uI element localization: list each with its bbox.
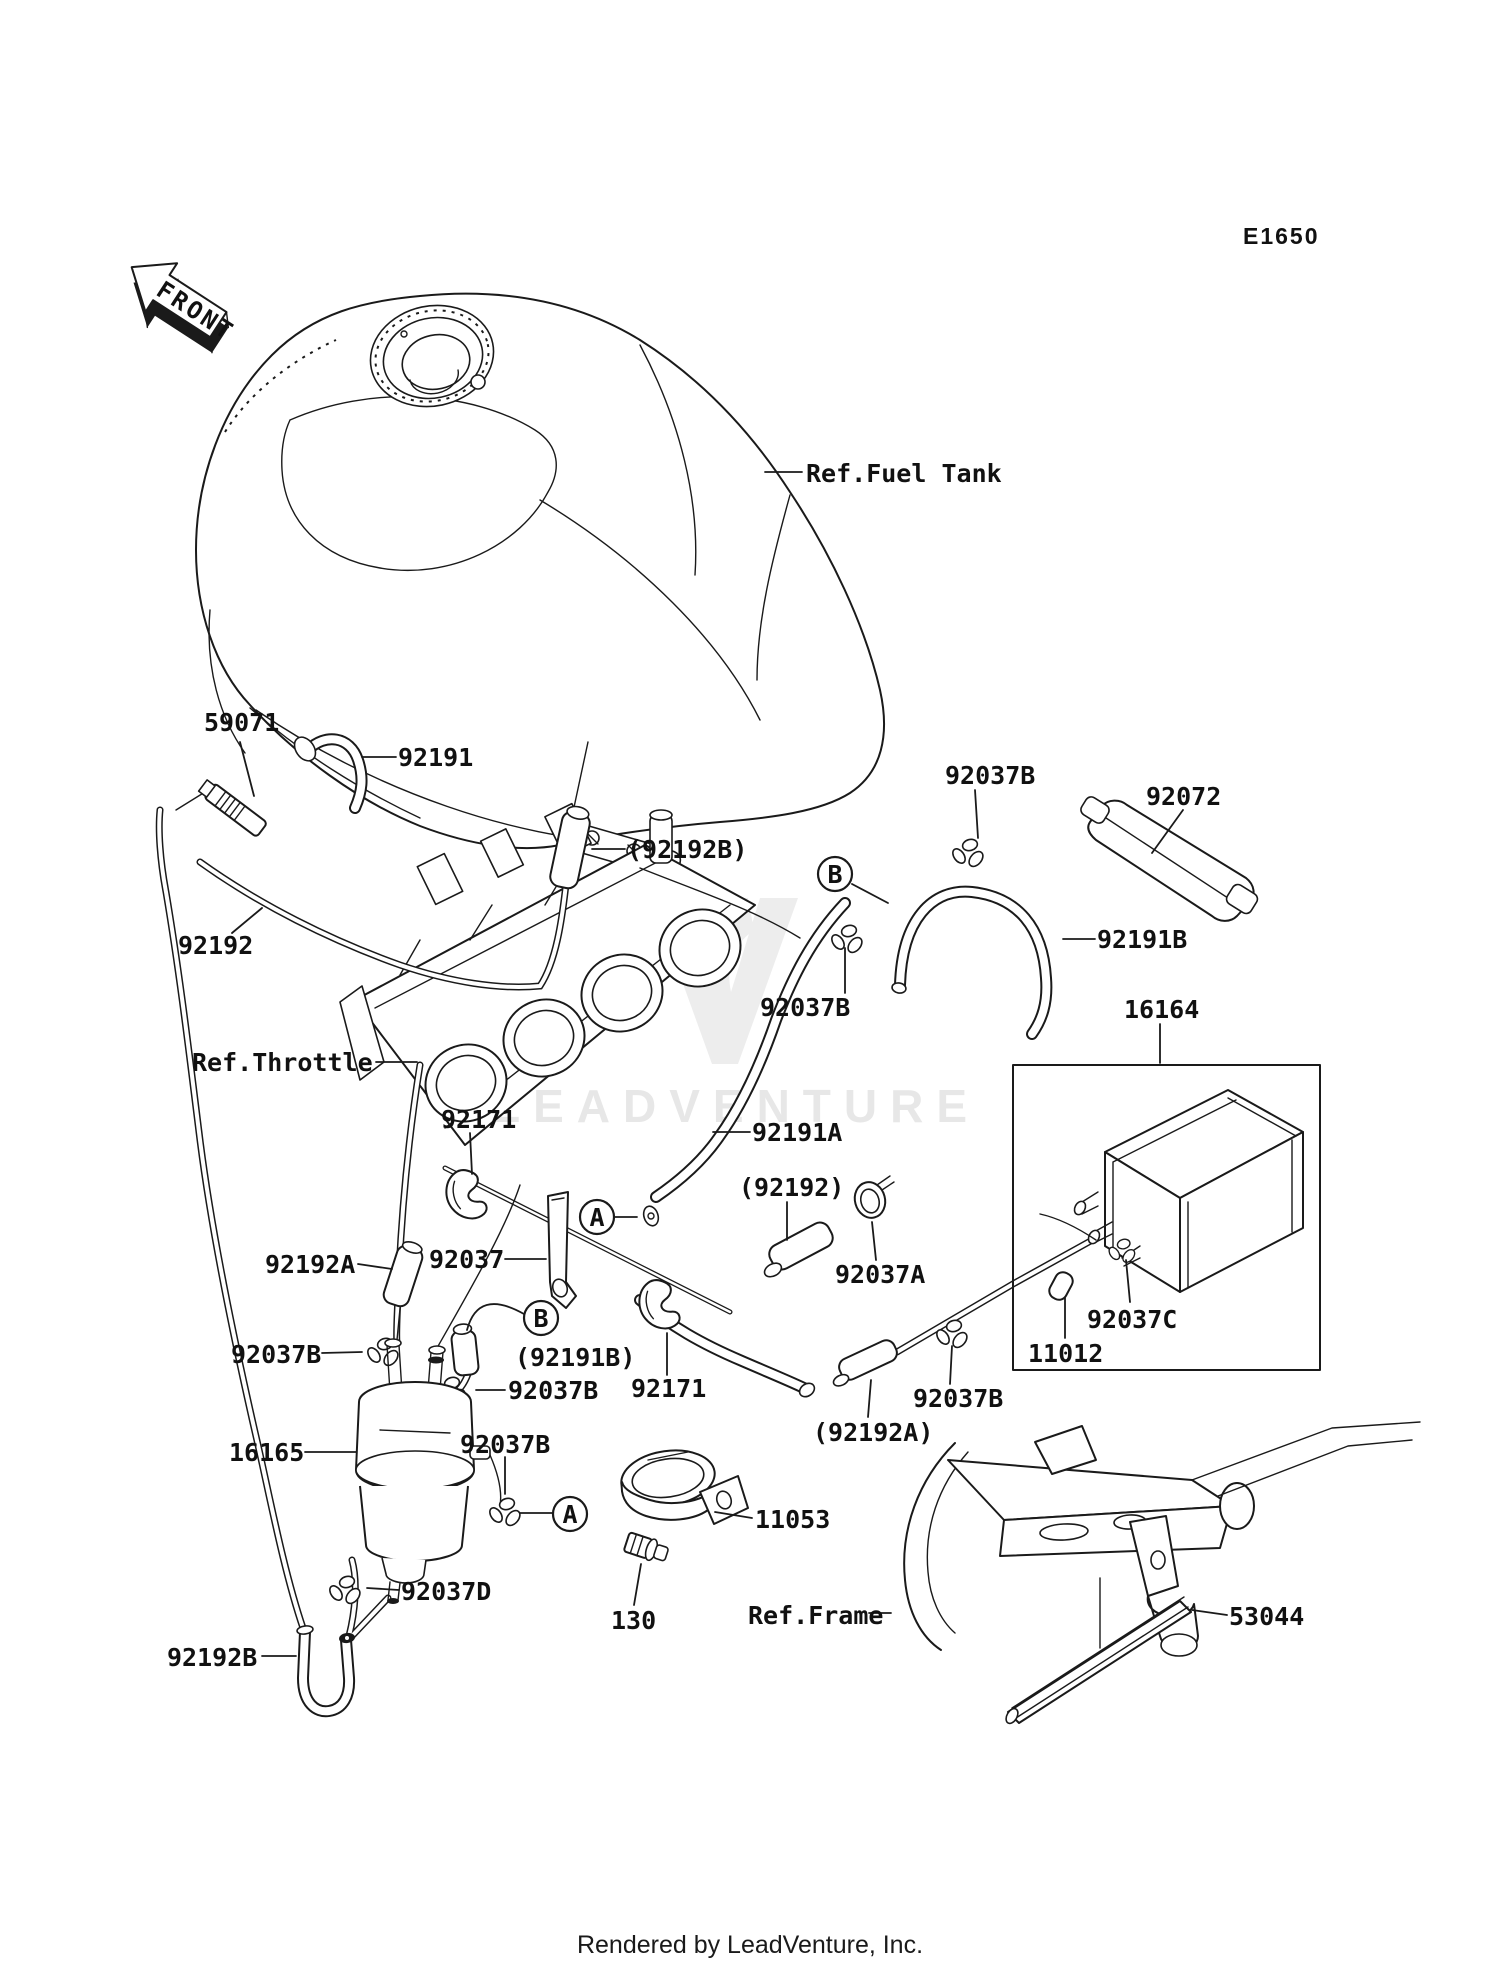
label-92191b: 92191B (1097, 925, 1187, 954)
label-92192b: 92192B (167, 1643, 257, 1672)
part-53044-strip (1005, 1596, 1192, 1725)
label-92191a: 92191A (752, 1118, 842, 1147)
part-130-bolt (623, 1531, 669, 1562)
label-92037b-4: 92037B (508, 1376, 598, 1405)
label-92192a: 92192A (265, 1250, 355, 1279)
label-16165: 16165 (229, 1438, 304, 1467)
label-92037b-5: 92037B (913, 1384, 1003, 1413)
label-92191b-paren: (92191B) (515, 1343, 635, 1372)
label-92037b-6: 92037B (460, 1430, 550, 1459)
callout-a-lower: A (551, 1495, 589, 1533)
callout-a-upper: A (578, 1198, 616, 1236)
label-59071: 59071 (204, 708, 279, 737)
hose-fitting-a (642, 1205, 660, 1227)
leader-lines (231, 471, 1228, 1657)
part-92037-bracket (547, 1191, 577, 1309)
part-92192b-tube (549, 805, 591, 890)
part-92192a-tube-upper (382, 1240, 424, 1308)
label-ref-frame: Ref.Frame (748, 1601, 883, 1630)
clamp-92037b-mid (828, 922, 866, 956)
evap-canister (1039, 1089, 1304, 1301)
svg-text:B: B (827, 860, 842, 889)
label-11053: 11053 (755, 1505, 830, 1534)
fuel-tank-art (195, 292, 886, 879)
part-59071-fitting (197, 779, 267, 837)
label-92171-2: 92171 (631, 1374, 706, 1403)
label-92037d: 92037D (401, 1577, 491, 1606)
credit-text: Rendered by LeadVenture, Inc. (577, 1931, 923, 1959)
labels-layer: Ref.Fuel Tank5907192191(92192B)92037B920… (167, 459, 1304, 1672)
label-92072: 92072 (1146, 782, 1221, 811)
label-130: 130 (611, 1606, 656, 1635)
part-92037a-clamp (853, 1175, 895, 1219)
part-92072-band (1080, 796, 1259, 922)
label-11012: 11012 (1028, 1339, 1103, 1368)
part-11053-clamp (620, 1449, 749, 1525)
label-16164: 16164 (1124, 995, 1199, 1024)
label-92037b-3: 92037B (231, 1340, 321, 1369)
svg-text:A: A (562, 1500, 577, 1529)
part-92192-tube (763, 1221, 834, 1278)
label-92037c: 92037C (1087, 1305, 1177, 1334)
callout-b-lower: B (522, 1299, 560, 1337)
part-16164-canister-box (1012, 1064, 1321, 1371)
label-92191: 92191 (398, 743, 473, 772)
front-arrow: FRONT (130, 262, 240, 354)
svg-text:A: A (589, 1203, 604, 1232)
part-16165-pump (355, 1338, 491, 1604)
clamp-92037b-top (949, 836, 987, 870)
drawing-code: E1650 (1243, 223, 1320, 249)
svg-text:B: B (533, 1304, 548, 1333)
filler-cap (369, 304, 495, 408)
label-ref-fuel-tank: Ref.Fuel Tank (806, 459, 1002, 488)
label-ref-throttle: Ref.Throttle (192, 1048, 373, 1077)
throttle-bores (424, 908, 742, 1123)
frame-art (903, 1421, 1421, 1657)
part-11012-damper (1048, 1271, 1074, 1301)
label-92037a: 92037A (835, 1260, 925, 1289)
part-92191b-tube (450, 1323, 480, 1377)
label-92192b-paren: (92192B) (627, 835, 747, 864)
throttle-body-art (339, 802, 756, 1146)
label-92037: 92037 (429, 1245, 504, 1274)
label-92037b-2: 92037B (760, 993, 850, 1022)
clamp-92037b-pump (486, 1495, 524, 1529)
label-92192-paren: (92192) (739, 1173, 844, 1202)
callout-b-upper: B (816, 855, 854, 893)
clamp-92171-upper (441, 1165, 490, 1225)
label-92171-1: 92171 (441, 1105, 516, 1134)
label-53044: 53044 (1229, 1602, 1304, 1631)
label-92192a-paren: (92192A) (813, 1418, 933, 1447)
label-92037b-1: 92037B (945, 761, 1035, 790)
label-92192: 92192 (178, 931, 253, 960)
part-92192a-tube-lower (832, 1339, 898, 1387)
